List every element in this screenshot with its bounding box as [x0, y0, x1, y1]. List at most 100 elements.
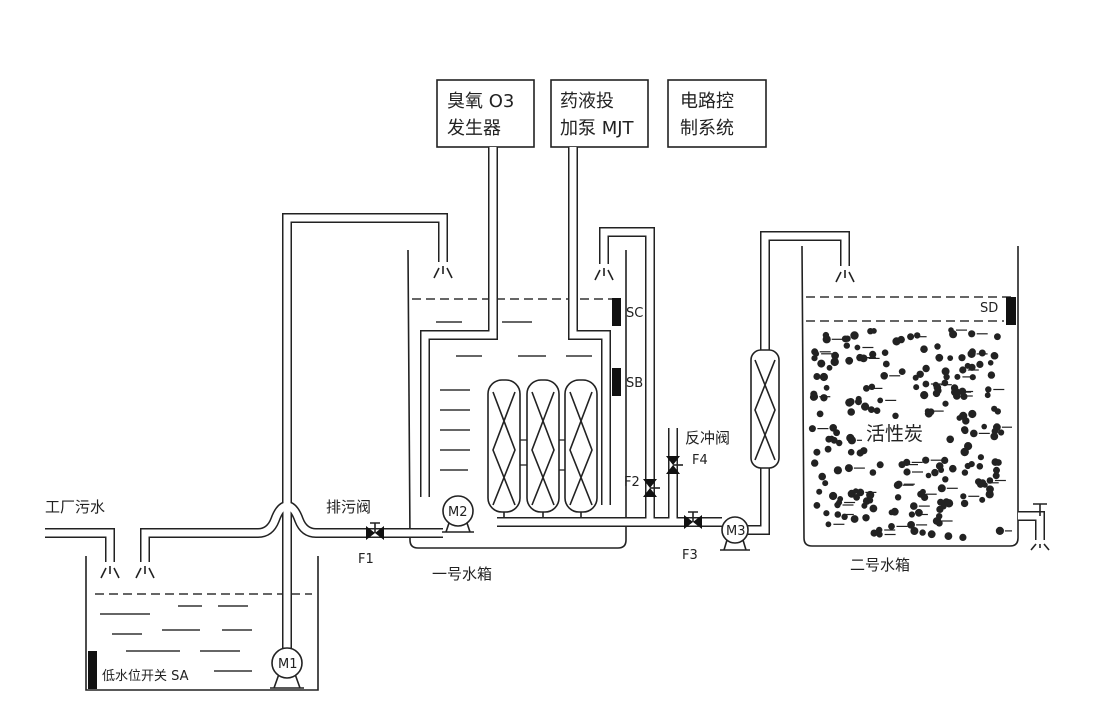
- wastewater-pool-ripples: [100, 605, 252, 672]
- carbon-granule: [836, 439, 843, 447]
- carbon-granule: [869, 350, 877, 358]
- carbon-granule: [941, 456, 949, 464]
- f1-label: F1: [358, 552, 374, 567]
- carbon-granule: [816, 488, 823, 495]
- carbon-granule: [831, 351, 839, 360]
- carbon-granule: [816, 410, 824, 418]
- valve-f3: [684, 511, 702, 529]
- valve-f3-stem: [688, 511, 698, 522]
- valve-f4: [666, 456, 683, 474]
- carbon-granule: [958, 387, 967, 396]
- carbon-granule: [949, 464, 957, 473]
- carbon-granule: [813, 502, 821, 509]
- tank-1-label: 一号水箱: [432, 565, 492, 583]
- pump-m3-body: [721, 516, 749, 544]
- carbon-granule: [907, 333, 915, 341]
- sd-label: SD: [980, 301, 998, 316]
- tank-2-spray-nozzle: [835, 270, 855, 283]
- tank-1-spray-nozzle: [433, 266, 453, 279]
- wastewater-pool: 低水位开关 SA: [85, 556, 319, 691]
- carbon-granule: [871, 328, 877, 334]
- carbon-granule: [908, 511, 916, 518]
- riser-pipe: [282, 213, 448, 648]
- carbon-granule: [959, 533, 967, 542]
- carbon-granule: [968, 330, 976, 338]
- carbon-granule: [960, 493, 967, 500]
- carbon-granule: [981, 423, 987, 430]
- carbon-granule: [882, 360, 890, 368]
- control-system-label-1: 电路控: [680, 91, 734, 112]
- carbon-granule: [822, 480, 829, 487]
- carbon-granule: [826, 364, 833, 371]
- carbon-granule: [944, 532, 953, 540]
- carbon-granule: [933, 383, 942, 392]
- carbon-granule: [940, 503, 947, 510]
- carbon-granule: [987, 360, 994, 366]
- carbon-granule: [934, 517, 942, 525]
- carbon-granule: [984, 392, 991, 399]
- carbon-granule: [912, 374, 919, 381]
- carbon-granule: [913, 384, 920, 391]
- pump-m2-label: M2: [448, 505, 468, 520]
- wastewater-pool-wall: [85, 556, 319, 691]
- carbon-granule: [979, 496, 986, 503]
- pump-m2: M2: [442, 495, 474, 533]
- carbon-granule: [975, 478, 982, 486]
- carbon-granule: [868, 383, 876, 390]
- carbon-granule: [922, 456, 930, 464]
- activated-carbon-label-bg: [862, 420, 940, 446]
- carbon-granule: [847, 436, 857, 445]
- carbon-granule: [863, 385, 870, 392]
- pump-m3-base: [720, 539, 750, 551]
- carbon-granule: [948, 327, 954, 333]
- carbon-granule: [855, 398, 862, 406]
- carbon-granule: [950, 384, 959, 392]
- valve-f1: [366, 522, 384, 540]
- pipe-inner-layer: [45, 147, 1044, 648]
- carbon-granule: [959, 366, 967, 374]
- carbon-granule: [925, 472, 932, 479]
- carbon-granule: [986, 477, 994, 484]
- carbon-granule: [920, 345, 928, 354]
- ozone-generator-frame: [436, 79, 535, 148]
- carbon-granule: [824, 445, 832, 453]
- carbon-granule: [977, 454, 985, 461]
- activated-carbon-bed: [808, 327, 1012, 542]
- carbon-granule: [898, 461, 906, 469]
- f4-label: F4: [692, 453, 708, 468]
- carbon-granule: [861, 502, 868, 509]
- control-system-frame: [667, 79, 767, 148]
- carbon-granule: [927, 530, 936, 539]
- carbon-granule: [942, 400, 949, 407]
- carbon-granule: [944, 499, 954, 508]
- carbon-granule: [808, 425, 816, 433]
- sc-label: SC: [626, 306, 643, 321]
- carbon-granule: [813, 448, 821, 456]
- carbon-granule: [941, 367, 950, 376]
- carbon-granule: [967, 349, 976, 358]
- carbon-granule: [920, 391, 929, 400]
- carbon-granule: [931, 468, 939, 477]
- filter-cartridge: [564, 379, 598, 518]
- carbon-granule: [888, 523, 895, 530]
- carbon-granule: [976, 463, 984, 470]
- carbon-granule: [994, 333, 1001, 341]
- low-level-switch-sensor: [88, 651, 97, 689]
- carbon-granule: [813, 350, 820, 357]
- pump-m1: M1: [270, 647, 304, 689]
- carbon-granule: [870, 529, 878, 537]
- carbon-granule: [898, 368, 906, 375]
- carbon-granule: [841, 335, 849, 343]
- carbon-granule: [868, 406, 875, 413]
- carbon-granule: [881, 349, 889, 357]
- sb-level-sensor: [612, 368, 621, 396]
- tank-1-filter-cartridges: [487, 379, 598, 518]
- activated-carbon-label: 活性炭: [866, 423, 923, 445]
- carbon-granule: [850, 331, 859, 340]
- carbon-granule: [819, 372, 829, 382]
- carbon-granule: [993, 466, 1000, 474]
- carbon-granule: [847, 448, 855, 456]
- carbon-granule: [844, 464, 853, 473]
- carbon-granule: [829, 491, 838, 501]
